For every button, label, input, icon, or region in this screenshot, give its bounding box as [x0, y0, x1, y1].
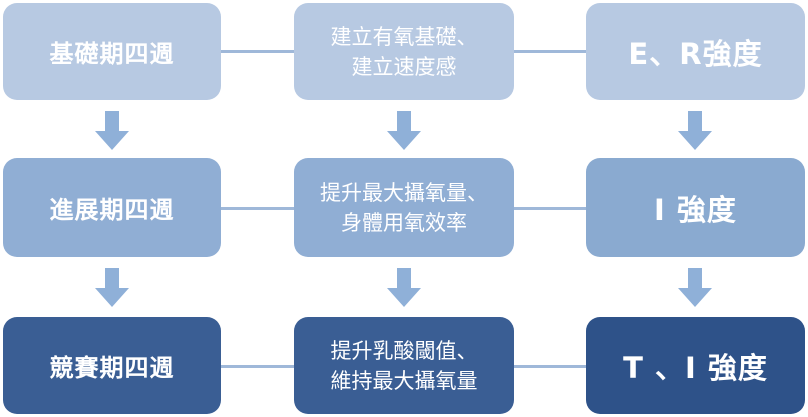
phase-box-progression: 進展期四週 — [3, 158, 221, 257]
goal-box-competition: 提升乳酸閾值、 維持最大攝氧量 — [294, 317, 514, 414]
phase-label: 進展期四週 — [49, 196, 175, 224]
connector-row2-a — [221, 207, 294, 210]
connector-row3-b — [514, 365, 586, 368]
down-arrow-icon — [678, 268, 712, 307]
goal-box-progression: 提升最大攝氧量、 身體用氧效率 — [294, 158, 514, 257]
goal-label: 提升最大攝氧量、 身體用氧效率 — [320, 180, 488, 235]
down-arrow-icon — [95, 111, 129, 150]
intensity-label: T 、I 強度 — [623, 350, 768, 385]
connector-row2-b — [514, 207, 586, 210]
connector-row3-a — [221, 365, 294, 368]
goal-label: 建立有氧基礎、 建立速度感 — [330, 24, 478, 79]
goal-label: 提升乳酸閾值、 維持最大攝氧量 — [330, 338, 478, 393]
intensity-box-progression: I 強度 — [586, 158, 805, 257]
intensity-box-competition: T 、I 強度 — [586, 317, 805, 414]
connector-row1-a — [221, 50, 294, 53]
goal-box-base: 建立有氧基礎、 建立速度感 — [294, 3, 514, 100]
down-arrow-icon — [95, 268, 129, 307]
down-arrow-icon — [678, 111, 712, 150]
intensity-label: E、R強度 — [628, 36, 763, 71]
down-arrow-icon — [387, 268, 421, 307]
intensity-label: I 強度 — [654, 192, 737, 227]
phase-box-base: 基礎期四週 — [3, 3, 221, 100]
connector-row1-b — [514, 50, 586, 53]
phase-box-competition: 競賽期四週 — [3, 317, 221, 414]
down-arrow-icon — [387, 111, 421, 150]
intensity-box-base: E、R強度 — [586, 3, 805, 100]
phase-label: 基礎期四週 — [49, 40, 175, 68]
phase-label: 競賽期四週 — [49, 354, 175, 382]
